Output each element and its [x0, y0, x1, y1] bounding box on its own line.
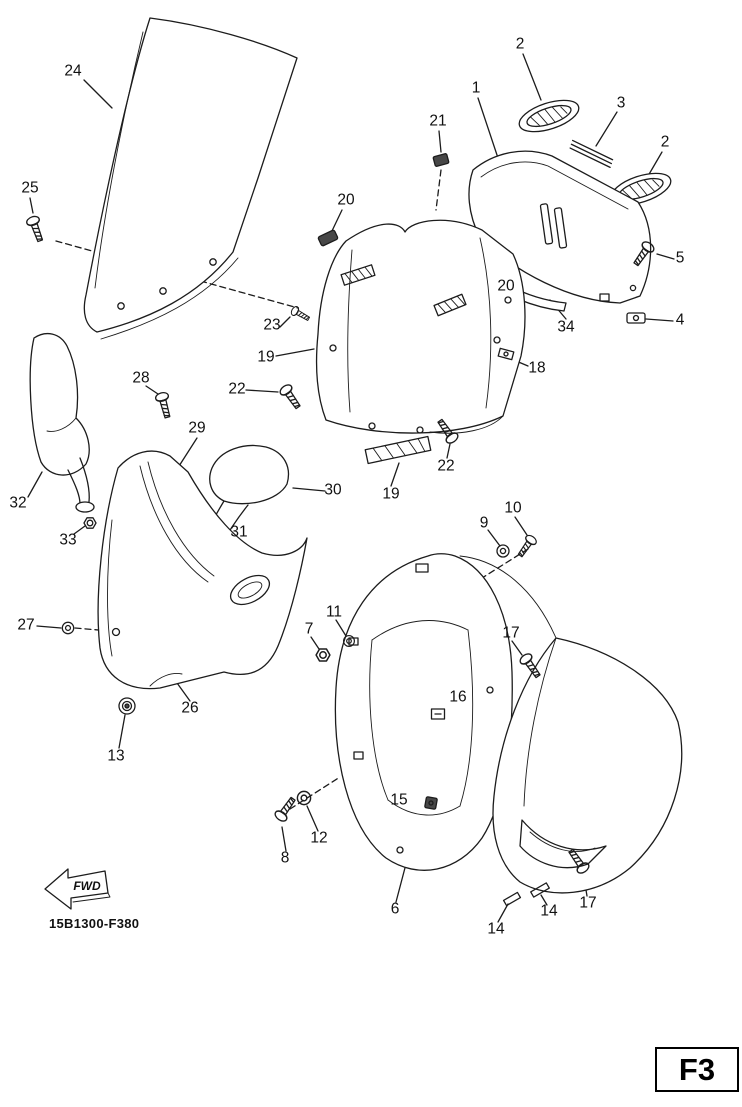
callout-22a: 22 — [228, 380, 246, 398]
callout-26: 26 — [181, 699, 199, 717]
bracket-18 — [497, 347, 515, 361]
callout-34: 34 — [557, 318, 575, 336]
page-ref-box: F3 — [655, 1047, 739, 1092]
callout-6: 6 — [390, 900, 400, 918]
callout-25: 25 — [21, 179, 39, 197]
callout-31: 31 — [230, 523, 248, 541]
callout-15: 15 — [390, 791, 408, 809]
callout-17b: 17 — [579, 894, 597, 912]
callout-16: 16 — [449, 688, 467, 706]
callout-14a: 14 — [540, 902, 558, 920]
callout-22b: 22 — [437, 457, 455, 475]
bracket-4 — [626, 312, 646, 324]
callout-13: 13 — [107, 747, 125, 765]
callout-7: 7 — [304, 620, 314, 638]
clip-21 — [432, 153, 450, 167]
callout-1: 1 — [471, 79, 481, 97]
callout-20b: 20 — [497, 277, 515, 295]
diagram-code: 15B1300-F380 — [49, 916, 140, 931]
damper-20a — [317, 229, 339, 247]
callout-2b: 2 — [660, 133, 670, 151]
callout-21: 21 — [429, 112, 447, 130]
lower-cowl-side-panel-6 — [492, 637, 683, 894]
strip-14b — [502, 891, 522, 907]
clip-16 — [430, 708, 446, 720]
callout-19a: 19 — [257, 348, 275, 366]
callout-29: 29 — [188, 419, 206, 437]
vent-trim-3 — [569, 139, 614, 169]
callout-27: 27 — [17, 616, 35, 634]
callout-4: 4 — [675, 311, 685, 329]
damper-20b — [433, 293, 467, 317]
callout-3: 3 — [616, 94, 626, 112]
seal-strip-19 — [364, 435, 432, 465]
callout-8: 8 — [280, 849, 290, 867]
callout-32: 32 — [9, 494, 27, 512]
page-ref-label: F3 — [678, 1051, 716, 1087]
fwd-arrow-label: FWD — [73, 879, 101, 893]
callout-23: 23 — [263, 316, 281, 334]
fwd-arrow: FWD — [44, 868, 111, 910]
callout-30: 30 — [324, 481, 342, 499]
callout-28: 28 — [132, 369, 150, 387]
callout-33: 33 — [59, 531, 77, 549]
callout-20a: 20 — [337, 191, 355, 209]
mirror-left-32 — [29, 332, 95, 513]
front-cowl-26 — [97, 450, 308, 690]
callout-24: 24 — [64, 62, 82, 80]
strip-14a — [530, 882, 550, 898]
grommet-13 — [118, 697, 136, 715]
callout-17a: 17 — [502, 624, 520, 642]
callout-18: 18 — [528, 359, 546, 377]
callout-5: 5 — [675, 249, 685, 267]
nut-15 — [424, 796, 438, 810]
lower-cowl-body-6 — [334, 553, 557, 871]
windshield-trim-29 — [139, 461, 215, 583]
windshield-part — [83, 17, 298, 340]
callout-19b: 19 — [382, 485, 400, 503]
callout-11: 11 — [325, 603, 343, 621]
gauge-cover-left — [518, 99, 580, 133]
callout-10: 10 — [504, 499, 522, 517]
callout-9: 9 — [479, 514, 489, 532]
callout-14b: 14 — [487, 920, 505, 938]
callout-12: 12 — [310, 829, 328, 847]
inner-panel-19 — [315, 219, 526, 434]
callout-2a: 2 — [515, 35, 525, 53]
